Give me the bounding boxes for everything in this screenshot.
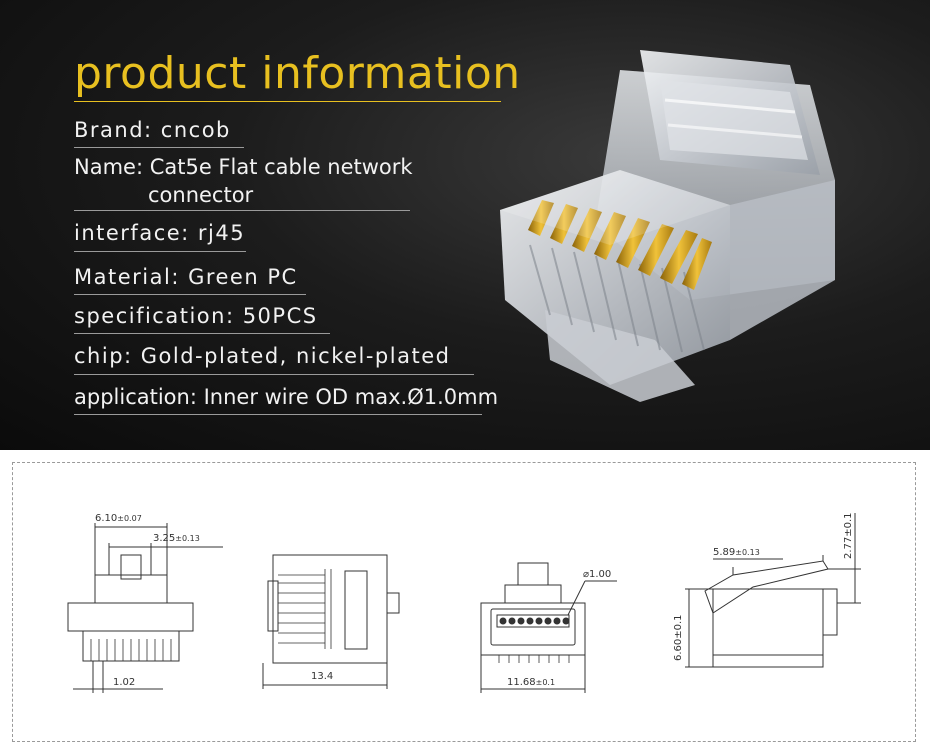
divider (74, 294, 306, 295)
front-view-drawing (67, 523, 223, 693)
spec-brand: Brand: cncob (74, 118, 231, 142)
divider (74, 333, 330, 334)
spec-chip: chip: Gold-plated, nickel-plated (74, 344, 451, 368)
dim-3-25: 3.25±0.13 (153, 533, 200, 544)
title-underline (74, 101, 501, 102)
side-view-drawing (262, 554, 400, 689)
technical-drawings: 6.10±0.07 3.25±0.13 1.02 13.4 ⌀1.00 11.6… (67, 512, 861, 693)
spec-name-continued: connector (148, 183, 254, 207)
product-info-banner: product information Brand: cncob Name: C… (0, 0, 930, 450)
dim-5-89: 5.89±0.13 (713, 547, 760, 558)
rear-view-drawing (480, 562, 617, 693)
spec-material: Material: Green PC (74, 265, 298, 289)
dim-6-60: 6.60±0.1 (673, 614, 684, 661)
rj45-connector-image (500, 50, 835, 402)
dim-2-77: 2.77±0.1 (843, 512, 854, 559)
spec-name: Name: Cat5e Flat cable network (74, 155, 413, 179)
divider (74, 414, 482, 415)
divider (74, 251, 246, 252)
dim-13-4: 13.4 (311, 671, 333, 682)
dim-1-02: 1.02 (113, 677, 135, 688)
dim-6-10: 6.10±0.07 (95, 513, 142, 524)
dimension-drawings: 6.10±0.07 3.25±0.13 1.02 13.4 ⌀1.00 11.6… (12, 462, 916, 742)
profile-view-drawing (685, 513, 861, 668)
divider (74, 147, 244, 148)
dim-wire-diameter: ⌀1.00 (583, 569, 611, 580)
divider (74, 210, 410, 211)
spec-application: application: Inner wire OD max.Ø1.0mm (74, 385, 499, 409)
spec-specification: specification: 50PCS (74, 304, 318, 328)
divider (74, 374, 474, 375)
spec-interface: interface: rj45 (74, 221, 246, 245)
gold-contact-pins (528, 200, 712, 290)
page-title: product information (74, 48, 521, 99)
dim-11-68: 11.68±0.1 (507, 677, 555, 688)
